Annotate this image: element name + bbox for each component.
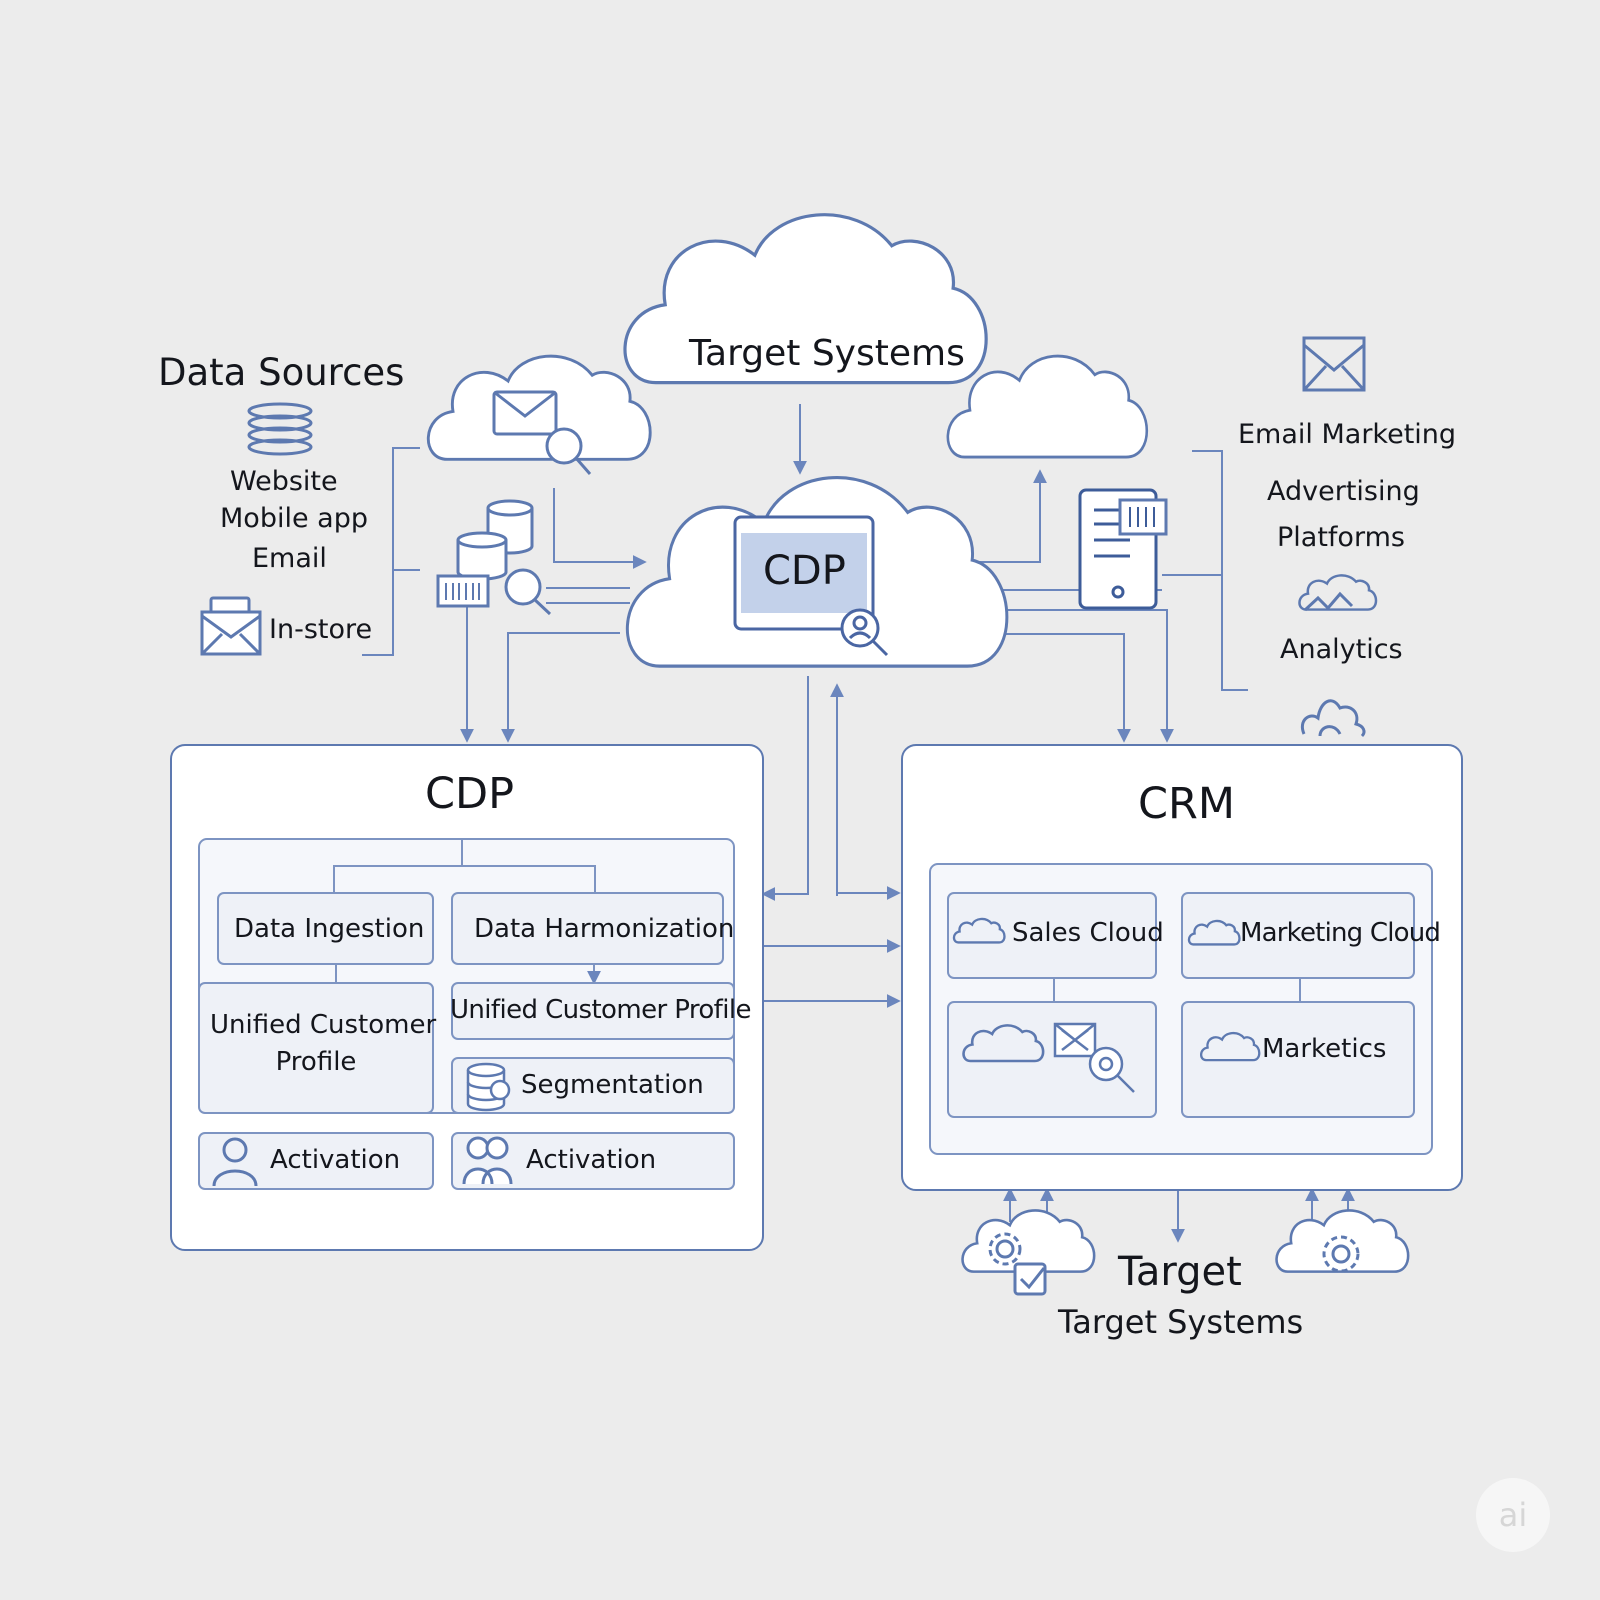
card-unified-left [198, 982, 434, 1114]
card-activation-right [451, 1132, 735, 1190]
card-data-harmonization-label: Data Harmonization [474, 914, 735, 944]
cloud-wave-icon [1298, 574, 1378, 612]
cdp-screen-icon [733, 515, 889, 657]
card-unified-left-label: Unified Customer Profile [210, 1010, 437, 1077]
crm-panel-title: CRM [1138, 779, 1236, 829]
top-cloud-label: Target Systems [689, 333, 965, 374]
card-marketing-cloud-label: Marketing Cloud [1240, 918, 1441, 948]
card-unified-right-label: Unified Customer Profile [450, 995, 751, 1025]
card-marketics [1181, 1001, 1415, 1118]
card-data-harmonization [451, 892, 724, 965]
card-segmentation-label: Segmentation [521, 1070, 704, 1100]
source-website: Website [230, 466, 338, 497]
crm-panel [901, 744, 1463, 1191]
card-activation-left [198, 1132, 434, 1190]
card-crm-icons [947, 1001, 1157, 1118]
mail-search-icon [492, 390, 592, 475]
center-cloud-label: CDP [763, 548, 846, 594]
bottom-target-subtitle: Target Systems [1058, 1303, 1304, 1341]
segmentation-icon [466, 1062, 511, 1112]
users-icon [462, 1136, 513, 1185]
bottom-target-title: Target [1118, 1249, 1242, 1295]
gear-icon [988, 1232, 1022, 1266]
card-data-ingestion [217, 892, 434, 965]
watermark-badge: ai [1476, 1478, 1550, 1552]
cloud-outline-icon [1301, 699, 1366, 738]
card-marketing-cloud [1181, 892, 1415, 979]
card-sales-cloud-label: Sales Cloud [1012, 918, 1164, 948]
card-segmentation [451, 1057, 735, 1114]
right-small-cloud [946, 354, 1149, 459]
data-sources-title: Data Sources [158, 351, 405, 394]
card-activation-right-label: Activation [526, 1145, 657, 1175]
card-data-ingestion-label: Data Ingestion [234, 914, 425, 944]
target-analytics: Analytics [1280, 634, 1403, 665]
card-unified-right [451, 982, 735, 1040]
source-mobile-app: Mobile app [220, 503, 368, 534]
source-in-store: In-store [269, 614, 373, 645]
source-email: Email [252, 543, 327, 574]
database-search-icon [436, 499, 552, 616]
document-barcode-icon [1078, 488, 1168, 610]
mail-search-small-icon [1053, 1022, 1135, 1093]
user-icon [212, 1137, 258, 1187]
card-sales-cloud [947, 892, 1157, 979]
envelope-icon-instore [200, 596, 262, 656]
cdp-panel [170, 744, 764, 1251]
card-activation-left-label: Activation [270, 1145, 401, 1175]
target-platforms: Platforms [1277, 522, 1405, 553]
database-stack-icon [247, 402, 313, 456]
target-advertising: Advertising [1267, 476, 1420, 507]
checkbox-icon [1013, 1262, 1047, 1296]
cdp-panel-title: CDP [425, 769, 515, 819]
connector-lines [362, 404, 1355, 1243]
envelope-icon [1302, 336, 1366, 392]
gear-icon [1322, 1235, 1360, 1273]
card-marketics-label: Marketics [1262, 1034, 1387, 1064]
bottom-cloud-left [961, 1209, 1096, 1273]
target-email-marketing: Email Marketing [1238, 419, 1457, 450]
